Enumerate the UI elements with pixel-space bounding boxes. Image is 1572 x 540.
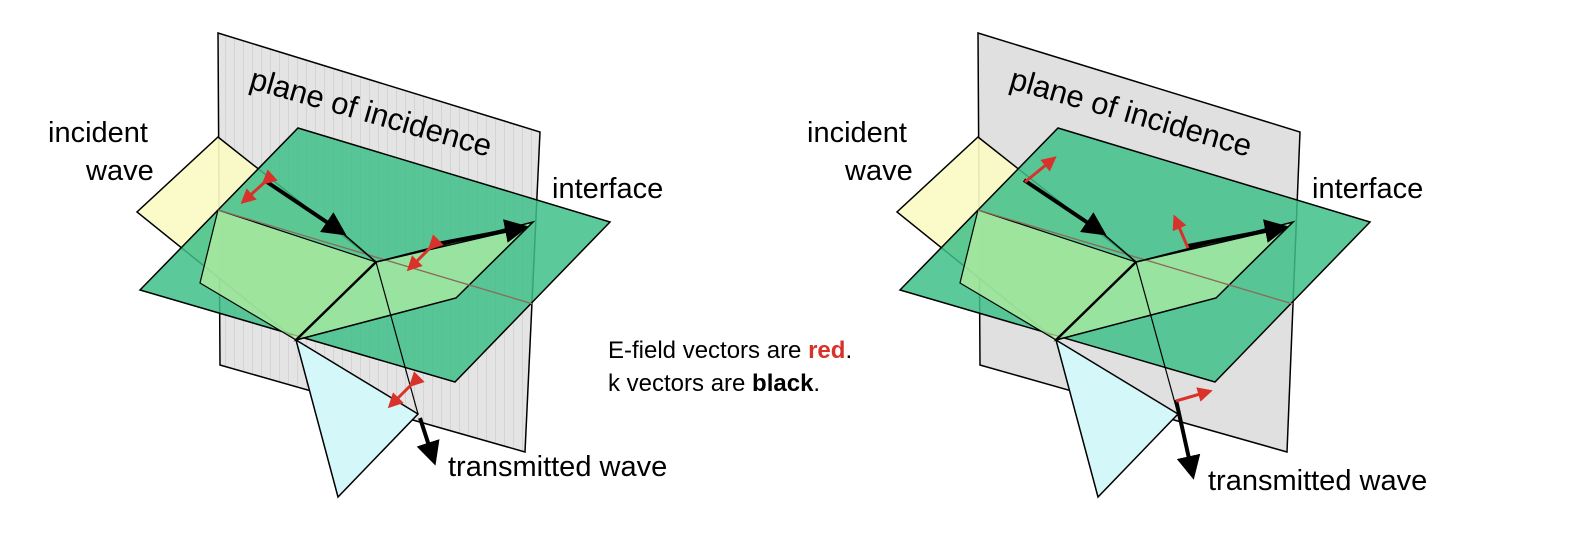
incident-e-vector	[240, 169, 278, 205]
transmitted-k-vector	[416, 417, 440, 466]
legend-line-k: k vectors are black.	[608, 367, 852, 400]
interface-label: interface	[552, 173, 663, 205]
interface-plane	[898, 127, 1372, 383]
reflected-e-vector	[406, 234, 444, 272]
legend-k-suffix: .	[813, 370, 821, 397]
transmitted-e-vector	[1175, 387, 1213, 403]
transmitted-wave-label: transmitted wave	[448, 451, 667, 483]
transmitted-wavefront	[294, 338, 420, 499]
legend-line-e-field: E-field vectors are red.	[608, 334, 852, 367]
incident-k-continuation	[1099, 230, 1137, 263]
incident-k-continuation	[339, 230, 377, 263]
transmitted-wave-label: transmitted wave	[1208, 465, 1427, 497]
color-legend: E-field vectors are red. k vectors are b…	[608, 334, 852, 400]
interface-label: interface	[1312, 173, 1423, 205]
incident-k-vector	[1022, 178, 1107, 236]
plane-intersection-line	[977, 209, 1294, 305]
transmitted-e-vector	[387, 371, 425, 409]
left-diagram: plane of incidence incident wave interfa…	[48, 31, 667, 499]
right-diagram: plane of incidence incident wave interfa…	[807, 31, 1427, 499]
legend-e-color: red	[808, 337, 846, 364]
reflected-k-arrow	[431, 219, 529, 247]
incident-wave-label-line1: incident	[48, 117, 148, 149]
incident-wave-label-line1: incident	[807, 117, 907, 149]
legend-e-prefix: E-field vectors are	[608, 337, 809, 364]
plane-intersection-line	[217, 209, 534, 305]
legend-k-prefix: k vectors are	[608, 370, 753, 397]
incident-e-vector	[1024, 156, 1057, 184]
legend-e-suffix: .	[845, 337, 853, 364]
reflected-e-vector	[1172, 214, 1190, 249]
transmitted-wavefront	[1054, 338, 1180, 499]
incident-wave-label-line2: wave	[85, 155, 154, 187]
incident-wave-label-line2: wave	[844, 155, 913, 187]
transmitted-k-vector	[1174, 399, 1201, 480]
legend-k-color: black	[752, 370, 814, 397]
reflected-k-arrow	[1187, 219, 1289, 248]
